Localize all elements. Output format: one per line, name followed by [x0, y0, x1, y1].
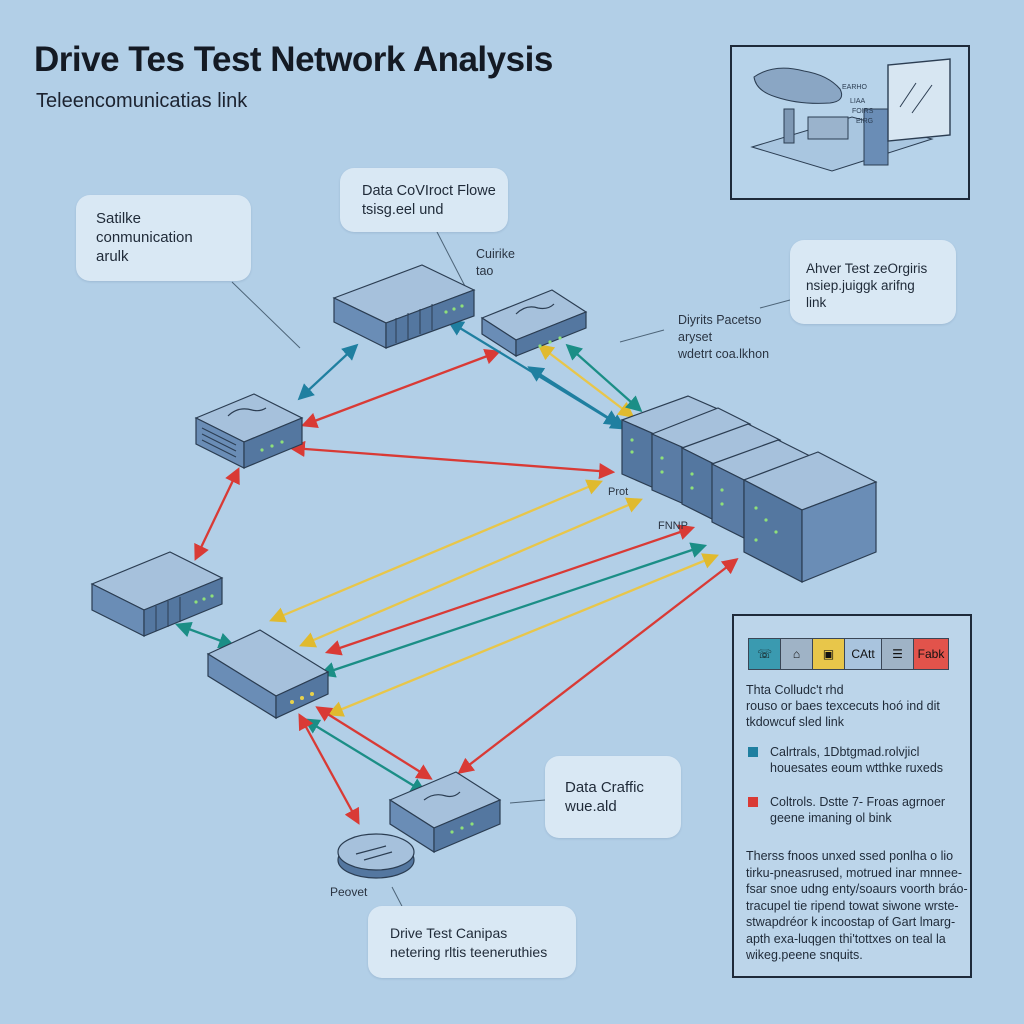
label-line: Diyrits Pacetso [678, 313, 762, 327]
link-red [288, 440, 616, 480]
thumbnail-illustration: EARHO LIAA FOIRS EIRG [730, 45, 970, 200]
thumb-label: EARHO [842, 84, 867, 91]
legend-key-text: Calrtrals, 1Dbtgmad.rolvjicl houesates e… [770, 744, 943, 776]
router-top [480, 289, 588, 358]
router-left [194, 393, 304, 469]
legend-swatch-red [748, 797, 758, 807]
legend-key-text: Coltrols. Dstte 7- Froas agrnoer geene i… [770, 794, 945, 826]
legend-line: tracupel tie ripend towat siwone wrste- [746, 898, 959, 913]
page-title: Drive Tes Test Network Analysis [34, 40, 553, 79]
legend-line: tirku-pneasrused, motrued inar mnnee- [746, 865, 963, 880]
link-teal [174, 621, 236, 649]
server-rack [620, 395, 878, 583]
thumb-label: FOIRS [852, 108, 874, 115]
legend-line: houesates eoum wtthke ruxeds [770, 761, 944, 775]
legend-panel: ☏ ⌂ ▣ CAtt ☰ Fabk Thta Colludc't rhd rou… [732, 614, 972, 978]
link-teal [318, 542, 708, 678]
callout-driver-test: Ahver Test zeOrgiris nsiep.juiggk arifng… [790, 240, 956, 324]
phone-icon: ☏ [748, 638, 781, 670]
callout-line: tsisg.eel und [362, 202, 444, 218]
legend-line: Calrtrals, 1Dbtgmad.rolvjicl [770, 745, 920, 759]
link-red [298, 713, 360, 825]
callout-line: conmunication [96, 229, 193, 246]
router-bottom [388, 771, 502, 854]
legend-line: Coltrols. Dstte 7- Froas agrnoer [770, 795, 946, 809]
callout-line: netering rltis teeneruthies [390, 944, 548, 960]
legend-intro: Thta Colludc't rhd rouso or baes texcecu… [746, 682, 940, 730]
callout-drive-test-campus: Drive Test Canipas netering rltis teener… [368, 906, 576, 978]
legend-footer: Therss fnoos unxed ssed ponlha o lio tir… [746, 848, 968, 964]
workstation-sketch: EARHO LIAA FOIRS EIRG [750, 58, 951, 172]
legend-swatch-blue [748, 747, 758, 757]
switch-stack-left [90, 551, 224, 637]
callout-line: Ahver Test zeOrgiris [806, 261, 928, 276]
callout-line: Data Craffic [565, 779, 644, 796]
callout-line: arulk [96, 248, 129, 265]
connection-links [174, 320, 739, 825]
callout-pointers [231, 229, 791, 913]
legend-line: apth exa-luqgen thi'tottxes on teal la [746, 931, 946, 946]
callout-line: link [806, 295, 827, 310]
label-cuirike: Cuirike tao [476, 246, 515, 280]
link-teal [303, 718, 427, 794]
list-icon: ☰ [881, 638, 914, 670]
callout-data-traffic: Data Craffic wue.ald [545, 756, 681, 838]
legend-line: geene imaning ol bink [770, 811, 892, 825]
label-peovet: Peovet [330, 885, 368, 899]
switch-stack-top [332, 264, 476, 349]
legend-line: wikeg.peene snquits. [746, 948, 863, 962]
legend-chips: ☏ ⌂ ▣ CAtt ☰ Fabk [748, 638, 949, 670]
callout-line: Drive Test Canipas [390, 925, 508, 941]
legend-line: Thta Colludc't rhd [746, 683, 844, 697]
callout-line: nsiep.juiggk arifng [806, 278, 915, 293]
callout-satellite: Satilke conmunication arulk [76, 195, 251, 281]
puck-device [337, 833, 415, 879]
link-red [457, 558, 739, 774]
callout-line: wue.ald [565, 798, 617, 815]
page-subtitle: Teleencomunicatias link [36, 90, 248, 112]
label-prot: Prot [608, 486, 629, 498]
thumb-label: LIAA [850, 98, 866, 105]
link-teal [565, 343, 643, 413]
legend-line: stwapdréor k incoostap of Gart lmarg- [746, 915, 956, 929]
legend-line: Therss fnoos unxed ssed ponlha o lio [746, 849, 954, 863]
link-red [315, 706, 433, 780]
callout-line: Data CoVIroct Flowe [362, 183, 496, 199]
legend-chip-catt: CAtt [844, 638, 882, 670]
legend-line: tkdowcuf sled link [746, 715, 844, 729]
label-drivers-packet: Diyrits Pacetso aryset wdetrt coa.lkhon [678, 312, 769, 363]
thumb-label: EIRG [856, 118, 873, 125]
label-line: wdetrt coa.lkhon [678, 347, 770, 361]
link-red [194, 467, 240, 561]
link-yellow [327, 553, 719, 717]
legend-line: fsar snoe udng enty/soaurs voorth bráo- [746, 882, 968, 896]
router-icon: ⌂ [780, 638, 813, 670]
center-hub [206, 629, 330, 720]
label-line: tao [476, 264, 494, 278]
link-red [300, 349, 502, 428]
link-blue [297, 343, 359, 401]
legend-key-red: Coltrols. Dstte 7- Froas agrnoer geene i… [748, 794, 945, 826]
link-red [324, 524, 696, 656]
callout-data-control: Data CoVIroct Flowe tsisg.eel und [340, 168, 508, 232]
legend-key-blue: Calrtrals, 1Dbtgmad.rolvjicl houesates e… [748, 744, 943, 776]
legend-chip-fabk: Fabk [913, 638, 949, 670]
label-line: aryset [678, 330, 713, 344]
legend-line: rouso or baes texcecuts hoó ind dit [746, 699, 940, 713]
link-yellow [269, 479, 603, 623]
car-icon: ▣ [812, 638, 845, 670]
callout-line: Satilke [96, 210, 142, 227]
label-line: Cuirike [476, 247, 515, 261]
label-fnnp: FNNP [658, 520, 688, 532]
